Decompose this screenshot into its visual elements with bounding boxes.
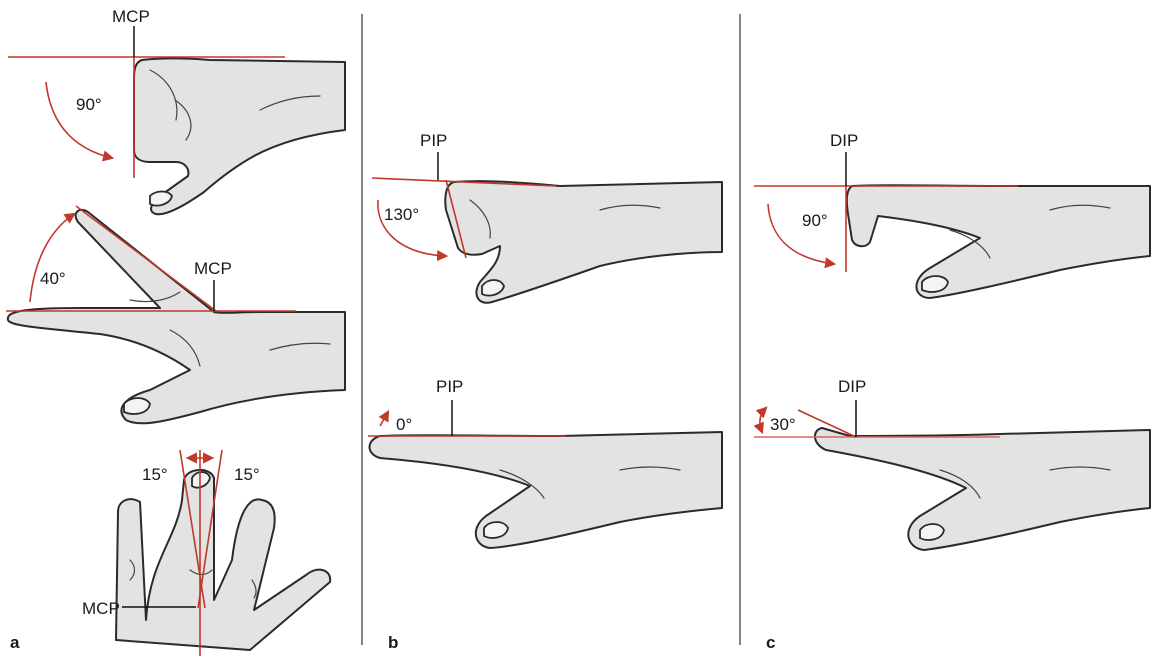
mcp-top-label: MCP xyxy=(112,7,150,26)
dip-bottom-label: DIP xyxy=(838,377,866,396)
mcp-bottom-label: MCP xyxy=(82,599,120,618)
dip-extension-arrow xyxy=(760,408,766,432)
mcp-extension-hand-illustration xyxy=(8,210,345,423)
panel-b-label: b xyxy=(388,633,398,652)
mcp-abduction-hand-illustration xyxy=(116,470,330,650)
pip-flexion-hand-illustration xyxy=(445,181,722,303)
dip-flexion-hand-illustration xyxy=(847,185,1150,298)
pip-extension-angle-label: 0° xyxy=(396,415,412,434)
mcp-extension-angle-label: 40° xyxy=(40,269,66,288)
dip-top-label: DIP xyxy=(830,131,858,150)
abduction-angle-right-label: 15° xyxy=(234,465,260,484)
panel-c-label: c xyxy=(766,633,775,652)
pip-extension-arrow xyxy=(380,412,388,426)
dip-flexion-angle-label: 90° xyxy=(802,211,828,230)
mcp-middle-label: MCP xyxy=(194,259,232,278)
mcp-extension-arrow xyxy=(30,214,74,302)
mcp-flexion-hand-illustration xyxy=(134,59,345,215)
panel-a-label: a xyxy=(10,633,20,652)
mcp-flexion-arrow xyxy=(46,82,112,158)
dip-extension-hand-illustration xyxy=(815,428,1150,550)
mcp-flexion-angle-label: 90° xyxy=(76,95,102,114)
pip-top-label: PIP xyxy=(420,131,447,150)
dip-extension-angle-label: 30° xyxy=(770,415,796,434)
pip-extension-hand-illustration xyxy=(370,432,723,548)
abduction-angle-left-label: 15° xyxy=(142,465,168,484)
pip-flexion-angle-label: 130° xyxy=(384,205,419,224)
pip-bottom-label: PIP xyxy=(436,377,463,396)
